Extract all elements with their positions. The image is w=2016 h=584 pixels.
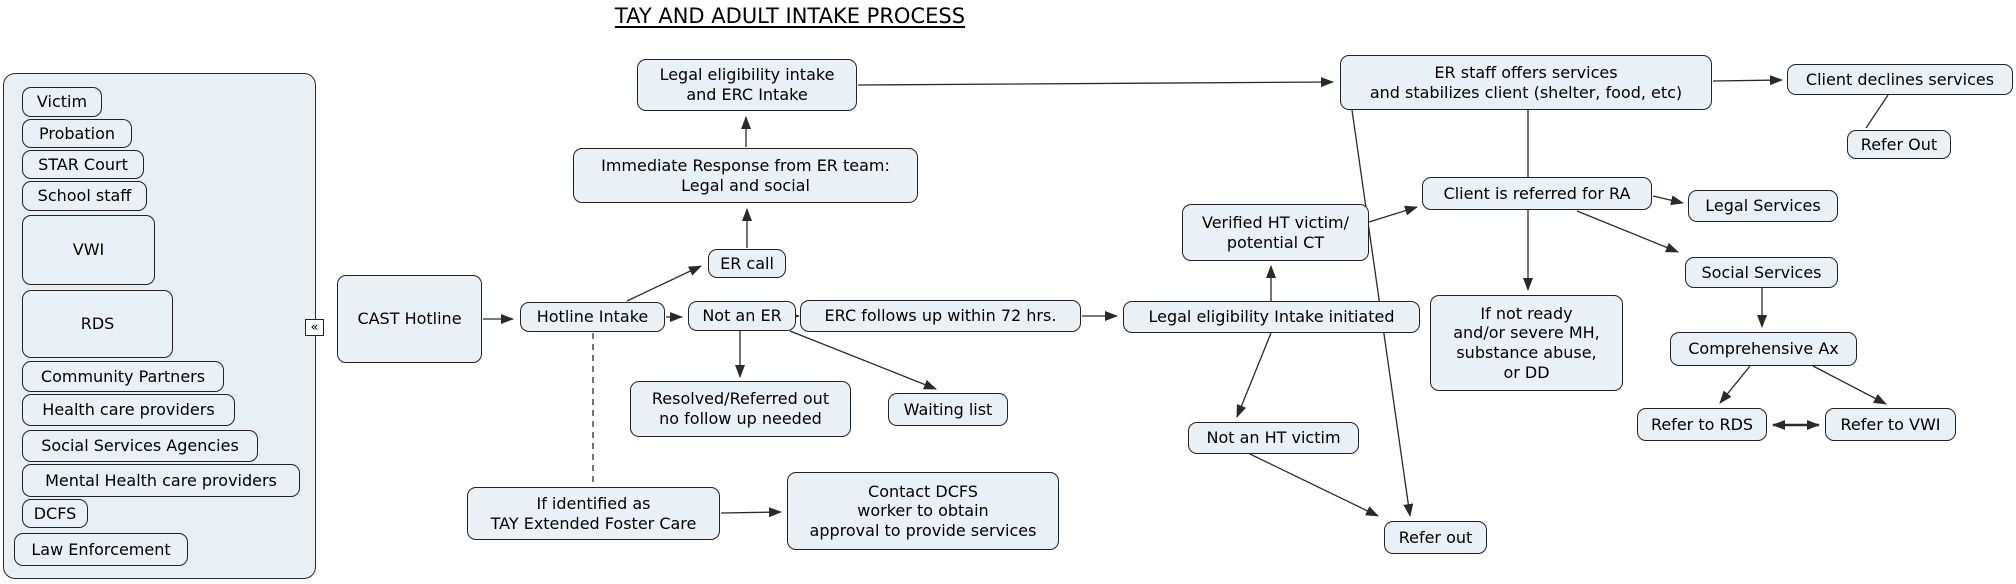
referral-source-victim[interactable]: Victim (22, 87, 102, 117)
node-cast-hotline[interactable]: CAST Hotline (337, 275, 482, 363)
referral-source-dcfs[interactable]: DCFS (22, 499, 88, 528)
edge-line (1236, 332, 1272, 418)
node-client-declines[interactable]: Client declines services (1787, 64, 2013, 95)
node-erc-follow-up[interactable]: ERC follows up within 72 hrs. (800, 300, 1081, 332)
node-immediate-response[interactable]: Immediate Response from ER team: Legal a… (573, 148, 918, 203)
node-resolved-referred[interactable]: Resolved/Referred out no follow up neede… (630, 381, 851, 437)
referral-source-school-staff[interactable]: School staff (22, 181, 147, 211)
referral-source-community-partners[interactable]: Community Partners (22, 361, 224, 392)
edge-line (1812, 365, 1887, 405)
node-refer-out-bottom[interactable]: Refer out (1384, 521, 1487, 554)
edge-line (1712, 75, 1783, 86)
node-if-not-ready[interactable]: If not ready and/or severe MH, substance… (1430, 295, 1623, 391)
edge-line (789, 330, 937, 390)
node-verified-ht-victim[interactable]: Verified HT victim/ potential CT (1182, 204, 1369, 261)
node-refer-to-rds[interactable]: Refer to RDS (1637, 408, 1767, 441)
referral-source-mental-health-care-providers[interactable]: Mental Health care providers (22, 464, 300, 497)
node-refer-out-top[interactable]: Refer Out (1847, 130, 1951, 159)
edge-line (1719, 365, 1751, 404)
referral-source-probation[interactable]: Probation (22, 119, 132, 148)
node-comprehensive-ax[interactable]: Comprehensive Ax (1670, 332, 1857, 366)
edge-line (1249, 453, 1379, 517)
referral-source-rds[interactable]: RDS (22, 290, 173, 358)
edge-line (1576, 210, 1679, 253)
edge-line (1368, 205, 1418, 223)
edge-line (857, 77, 1334, 88)
edge-line (1652, 195, 1684, 206)
node-contact-dcfs[interactable]: Contact DCFS worker to obtain approval t… (787, 472, 1059, 550)
node-er-call[interactable]: ER call (708, 249, 786, 278)
edge-line (720, 507, 782, 518)
referral-source-social-services-agencies[interactable]: Social Services Agencies (22, 430, 258, 462)
collapse-panel-button[interactable]: « (305, 319, 324, 336)
node-client-referred-ra[interactable]: Client is referred for RA (1422, 177, 1652, 210)
node-social-services[interactable]: Social Services (1685, 257, 1838, 288)
edge-line (1865, 94, 1889, 129)
node-legal-intake-initiated[interactable]: Legal eligibility Intake initiated (1123, 301, 1420, 333)
node-not-an-er[interactable]: Not an ER (688, 301, 796, 331)
referral-source-health-care-providers[interactable]: Health care providers (22, 394, 235, 426)
node-legal-services[interactable]: Legal Services (1688, 190, 1838, 222)
node-tay-foster-care[interactable]: If identified as TAY Extended Foster Car… (467, 487, 720, 540)
referral-source-law-enforcement[interactable]: Law Enforcement (14, 533, 188, 566)
referral-source-vwi[interactable]: VWI (22, 215, 155, 285)
node-waiting-list[interactable]: Waiting list (888, 393, 1008, 426)
edge-line (626, 265, 702, 302)
node-er-staff-offers[interactable]: ER staff offers services and stabilizes … (1340, 55, 1712, 110)
node-refer-to-vwi[interactable]: Refer to VWI (1825, 408, 1956, 441)
node-not-ht-victim[interactable]: Not an HT victim (1188, 422, 1359, 454)
referral-source-star-court[interactable]: STAR Court (22, 150, 144, 179)
node-hotline-intake[interactable]: Hotline Intake (520, 302, 665, 332)
node-legal-erc-intake[interactable]: Legal eligibility intake and ERC Intake (637, 59, 857, 111)
diagram-title: TAY AND ADULT INTAKE PROCESS (614, 4, 966, 28)
